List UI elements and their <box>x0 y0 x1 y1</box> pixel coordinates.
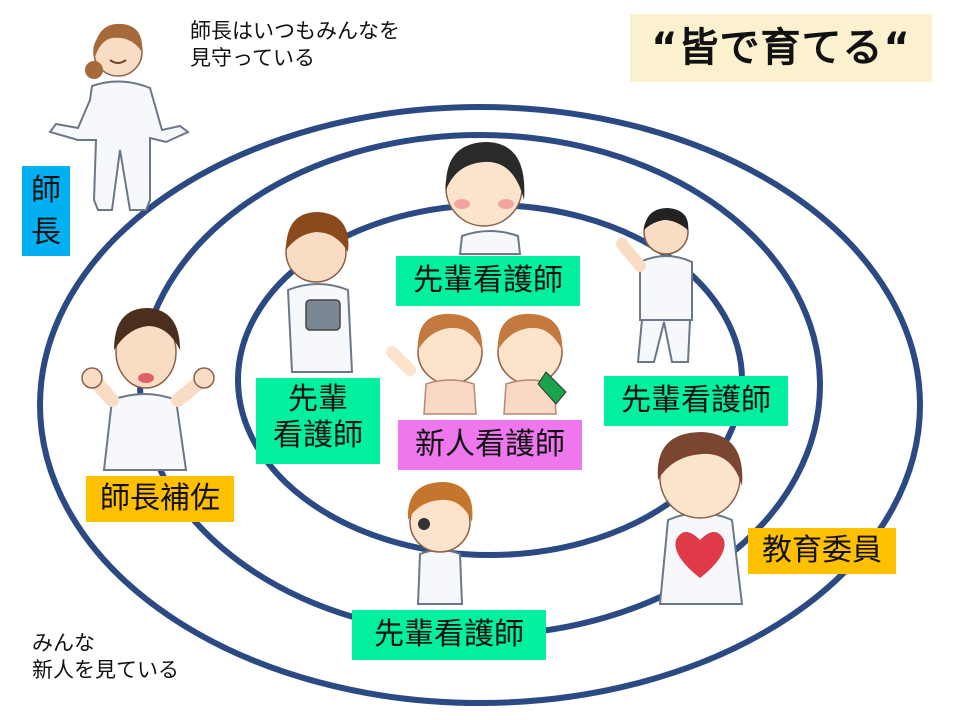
senior-left-line-2: 看護師 <box>273 418 363 453</box>
new-nurses-illustration <box>386 313 567 415</box>
senior-left-line-1: 先輩 <box>288 382 348 417</box>
senior-left-label: 先輩 看護師 <box>256 378 380 464</box>
education-committee-label: 教育委員 <box>748 528 896 574</box>
senior-bottom-label: 先輩看護師 <box>352 610 546 660</box>
page-title: “皆で育てる“ <box>630 14 932 82</box>
bottom-note: みんな 新人を見ている <box>32 630 179 684</box>
chief-nurse-illustration <box>48 23 190 211</box>
bottom-note-line-1: みんな <box>32 631 95 655</box>
assistant-chief-illustration <box>81 308 215 471</box>
outer-ring <box>37 104 923 706</box>
assistant-chief-label: 師長補佐 <box>86 476 234 522</box>
chief-label: 師 長 <box>22 166 70 256</box>
bottom-note-line-2: 新人を見ている <box>32 657 179 682</box>
senior-left-illustration <box>285 212 354 373</box>
chief-label-char-1: 師 <box>31 173 61 208</box>
senior-top-illustration <box>445 142 525 255</box>
senior-right-illustration <box>616 208 693 363</box>
chief-label-char-2: 長 <box>31 215 61 250</box>
chief-note: 師長はいつもみんなを 見守っている <box>190 18 400 72</box>
senior-right-label: 先輩看護師 <box>604 376 788 426</box>
senior-bottom-illustration <box>407 482 473 605</box>
chief-note-line-1: 師長はいつもみんなを <box>190 19 400 43</box>
senior-top-label: 先輩看護師 <box>396 256 580 306</box>
new-nurse-label: 新人看護師 <box>398 420 582 470</box>
education-committee-illustration <box>657 432 744 605</box>
chief-note-line-2: 見守っている <box>190 45 315 70</box>
